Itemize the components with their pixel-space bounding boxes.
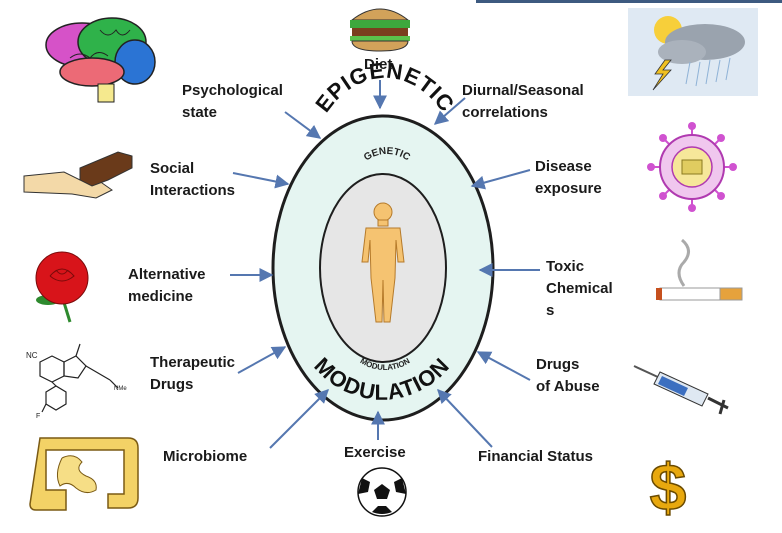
label-drugs-of-abuse: Drugs of Abuse [536,356,600,395]
arrow-social [232,172,290,189]
rose-icon [35,251,89,323]
weather-icon [628,8,758,96]
arrow-drugs-abuse [476,351,531,381]
svg-text:F: F [36,413,40,420]
svg-text:NC: NC [26,351,38,360]
arrow-diurnal [433,97,466,125]
label-financial-status: Financial Status [478,448,594,465]
label-disease-exposure: Disease exposure [535,158,602,197]
dollar-icon: $ [649,449,687,525]
molecule-icon: NC F NMe [26,343,127,420]
label-therapeutic-drugs: Therapeutic Drugs [150,354,236,393]
arrow-psychological [284,111,322,139]
label-microbiome: Microbiome [163,448,248,465]
arrow-microbiome [269,389,329,449]
svg-text:NMe: NMe [114,386,127,392]
cigarette-icon [656,238,743,301]
svg-text:$: $ [650,450,687,524]
intestine-icon [29,437,139,511]
label-alternative-medicine: Alternative medicine [128,266,206,305]
handshake-icon [23,151,133,199]
virus-icon [647,122,737,212]
top-edge-bar [476,0,782,3]
arrow-financial [437,388,493,448]
label-social-interactions: Social Interactions [150,160,236,199]
label-exercise: Exercise [344,444,406,461]
label-psychological-state: Psychological state [182,82,283,121]
label-toxic-chemicals: Toxic Chemical s [546,258,613,319]
label-diet: Diet [364,56,393,73]
syringe-icon [633,365,729,415]
human-figure-icon [361,202,405,323]
soccer-ball-icon [357,467,407,517]
burger-icon [350,8,410,52]
genetic-title: GENETIC [362,146,412,163]
label-diurnal-seasonal: Diurnal/Seasonal correlations [462,82,584,121]
arrow-disease [470,169,531,190]
brain-icon [45,17,156,103]
arrow-therapeutic [237,346,287,374]
